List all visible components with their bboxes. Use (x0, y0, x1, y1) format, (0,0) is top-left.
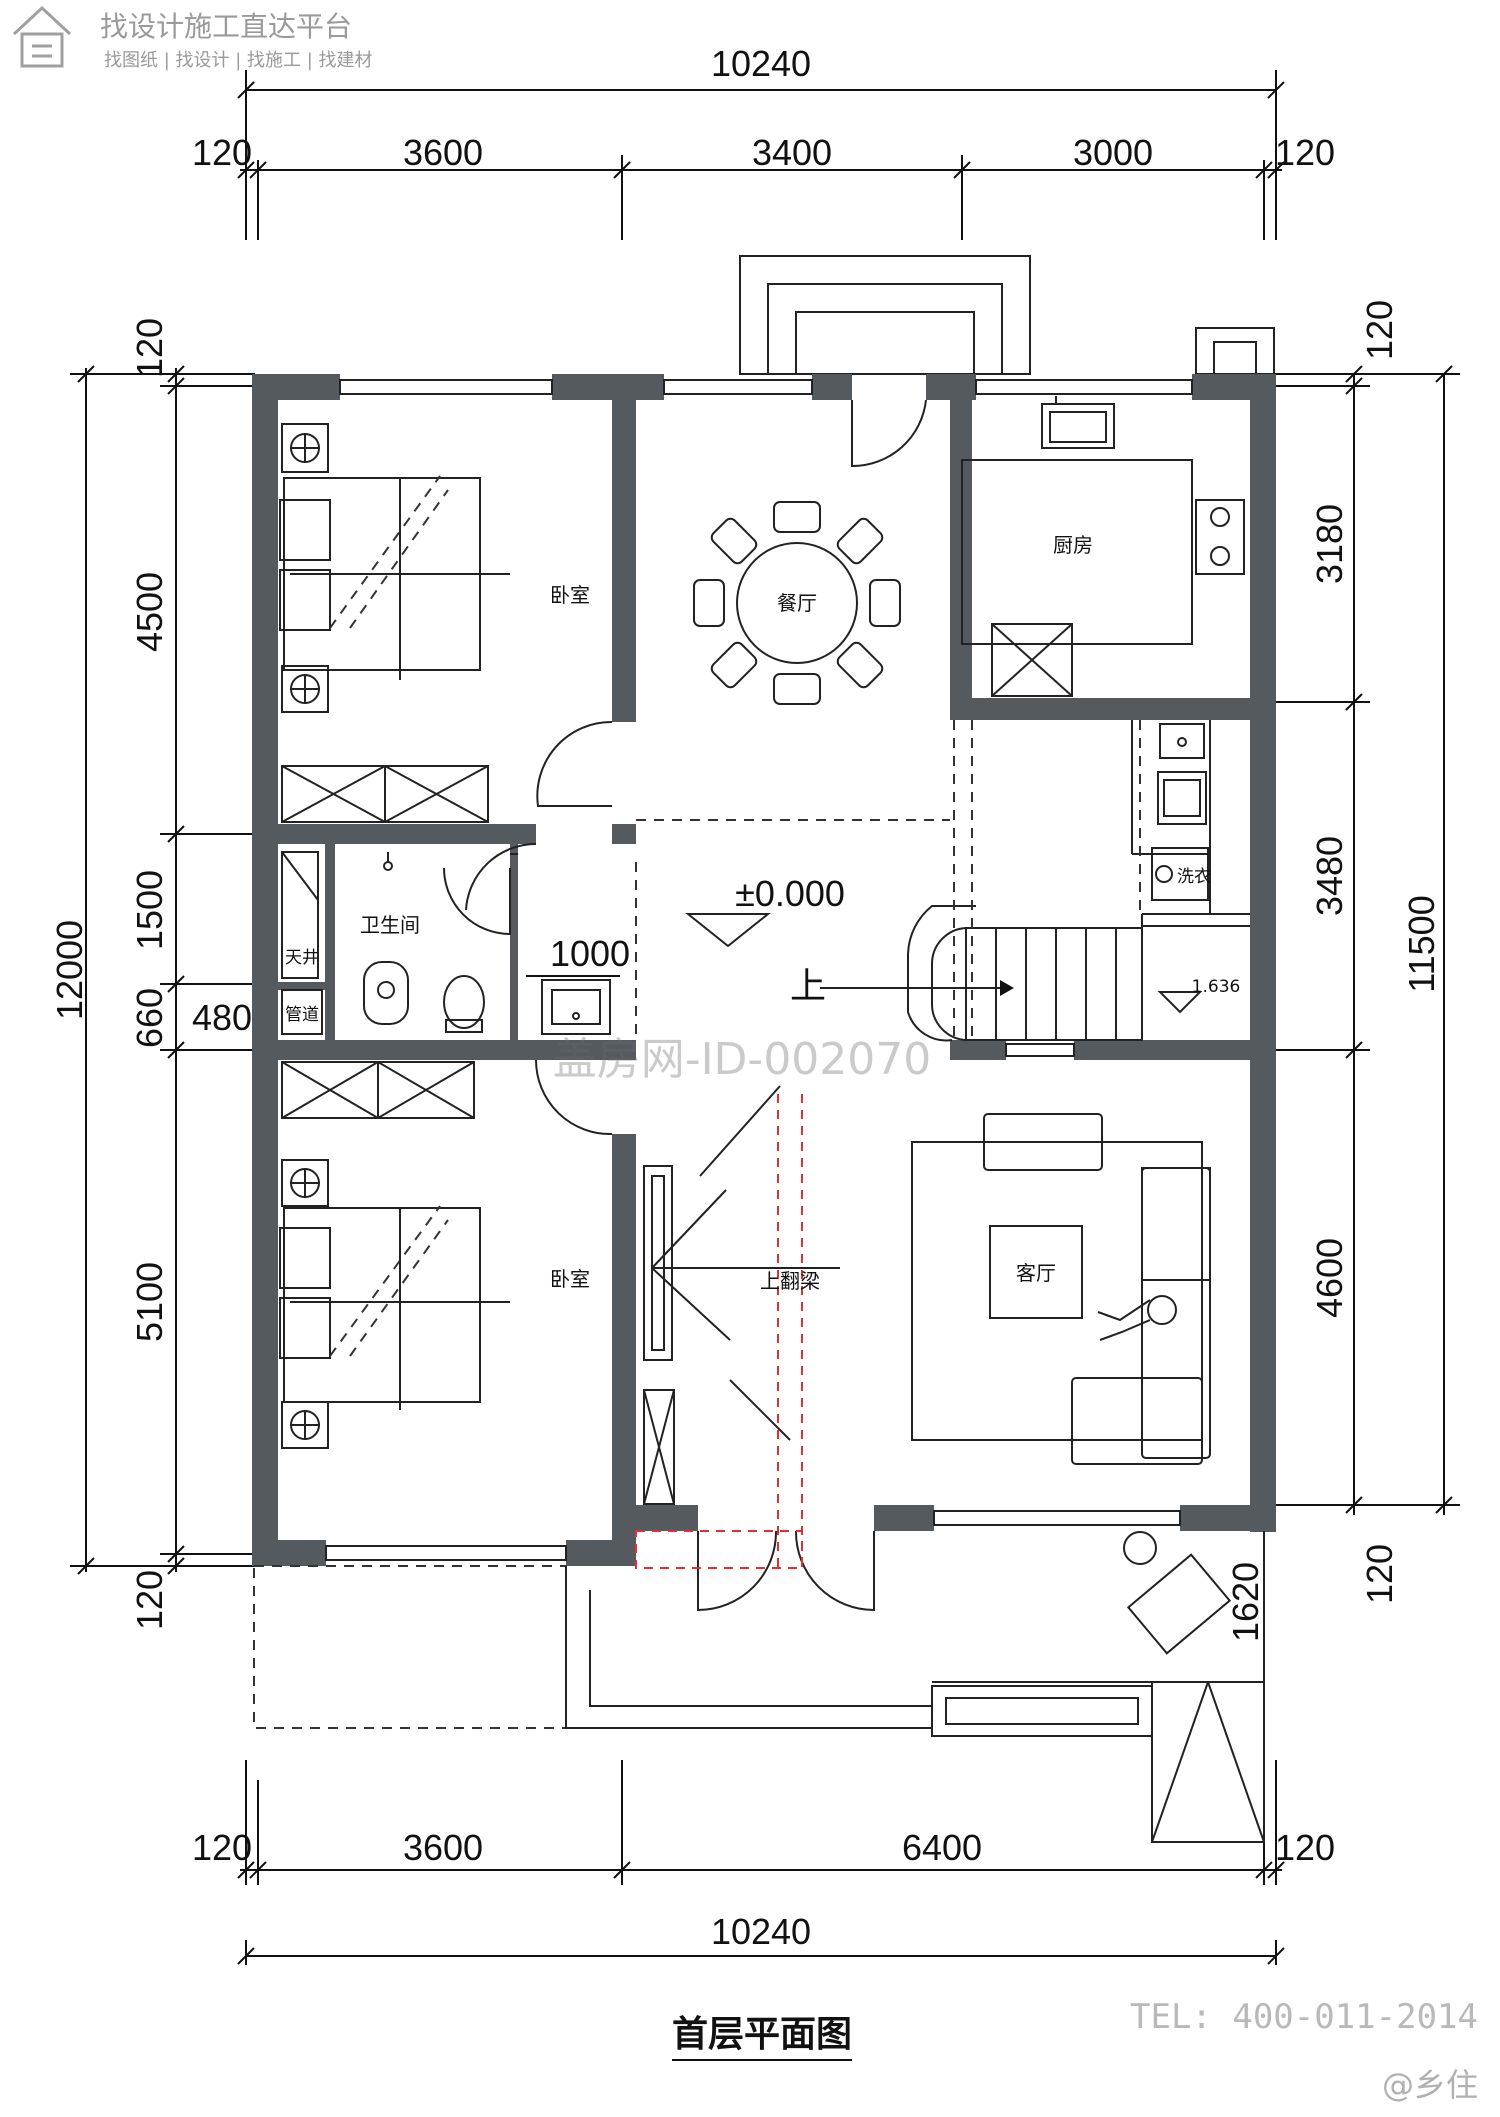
sofa (1071, 1167, 1211, 1465)
lounge-chair-icon (1123, 1531, 1232, 1655)
dim-left-top-margin: 120 (129, 318, 170, 378)
logo-title: 找设计施工直达平台 (100, 10, 352, 43)
living-area: 客厅 (643, 1113, 1211, 1505)
watermark: 盖房网-ID-002070 (553, 1034, 932, 1085)
nightstand-top-2 (281, 665, 329, 713)
dim-porch: 1620 (1225, 1562, 1266, 1642)
credit: @乡住 (1382, 2066, 1478, 2104)
washing-machine-icon (1151, 847, 1209, 901)
utility-sink-top-icon (1159, 723, 1205, 759)
dim-bottom-right-margin: 120 (1275, 1827, 1335, 1868)
room-label-bathroom: 卫生间 (360, 913, 420, 937)
dim-left-seg4: 5100 (129, 1262, 170, 1342)
elevation-label: ±0.000 (735, 873, 845, 914)
wardrobe-bottom (281, 1061, 475, 1119)
dim-right-seg1: 3180 (1309, 504, 1350, 584)
logo-subtitle: 找图纸 | 找设计 | 找施工 | 找建材 (104, 50, 373, 71)
room-label-kitchen: 厨房 (1053, 533, 1093, 557)
ramp (1151, 1681, 1265, 1843)
coffee-table (989, 1225, 1083, 1319)
dim-top-seg2: 3400 (752, 132, 832, 173)
stove-icon (1195, 499, 1245, 575)
person-figure-icon (1097, 1295, 1177, 1341)
dim-top-right-margin: 120 (1275, 132, 1335, 173)
dim-left-total: 12000 (49, 920, 90, 1020)
nightstand-top-1 (281, 423, 329, 473)
squat-toilet-icon (363, 961, 409, 1025)
dim-bottom-seg2: 6400 (902, 1827, 982, 1868)
house-logo-icon (12, 5, 72, 68)
dim-top-seg1: 3600 (403, 132, 483, 173)
utility-sink-icon (1157, 771, 1207, 825)
wardrobe-top (281, 765, 489, 823)
dim-right-total: 11500 (1401, 895, 1442, 992)
phone-number: TEL: 400-011-2014 (1130, 1997, 1478, 2037)
north-porch (739, 255, 1275, 375)
dim-right-top-margin: 120 (1359, 300, 1400, 360)
room-label-skylight: 天井 (285, 948, 319, 968)
elevation-marker-icon (685, 913, 771, 948)
dining-area: 餐厅 (693, 501, 901, 705)
room-label-living: 客厅 (1016, 1261, 1056, 1285)
windows (325, 379, 1193, 1561)
dim-left-bottom-margin: 120 (129, 1570, 170, 1630)
doors (443, 399, 927, 1612)
bedroom-bottom-furniture: 卧室 (279, 1061, 590, 1449)
bottom-dimensions: 120 3600 6400 120 10240 (192, 1760, 1335, 1965)
dim-right-seg3: 4600 (1309, 1238, 1350, 1318)
dim-left-seg1: 4500 (129, 572, 170, 652)
dim-left-seg3: 660 (129, 988, 170, 1048)
dim-left-inner: 480 (192, 997, 252, 1038)
right-dimensions: 120 3180 3480 4600 11500 120 (1265, 300, 1460, 1604)
front-terrace: 1620 (253, 1531, 1266, 1843)
room-label-pipe: 管道 (285, 1005, 319, 1025)
hall-markings: ±0.000 1000 (526, 720, 973, 1040)
stair-up-label: 上 (790, 965, 826, 1006)
room-label-bedroom-bottom: 卧室 (550, 1267, 590, 1291)
bedroom-top-furniture: 卧室 (279, 423, 590, 823)
utility-area: 洗衣 1.636 (1131, 720, 1250, 1040)
dim-right-seg2: 3480 (1309, 836, 1350, 916)
bathroom-area: 卫生间 天井 管道 (281, 851, 611, 1035)
logo: 找设计施工直达平台 找图纸 | 找设计 | 找施工 | 找建材 (12, 5, 373, 71)
kitchen-sink-icon (1041, 396, 1115, 449)
dim-right-bottom-margin: 120 (1359, 1544, 1400, 1604)
nightstand-bottom-2 (281, 1401, 329, 1449)
room-label-laundry: 洗衣 (1177, 867, 1211, 887)
shower-head-icon (383, 852, 393, 871)
beam-label: 上翻梁 (760, 1269, 820, 1293)
room-label-bedroom-top: 卧室 (550, 583, 590, 607)
level-marker-icon (1157, 991, 1203, 1014)
dim-bottom-total: 10240 (711, 1911, 811, 1952)
stair-arrow-icon (1000, 980, 1014, 996)
dim-top-left-margin: 120 (192, 132, 252, 173)
room-label-dining: 餐厅 (777, 591, 817, 615)
dim-top-seg3: 3000 (1073, 132, 1153, 173)
stair-level-label: 1.636 (1192, 977, 1241, 997)
walls (252, 374, 1276, 1566)
opening-width-label: 1000 (550, 933, 630, 974)
dim-top-total: 10240 (711, 43, 811, 84)
left-dimensions: 12000 120 4500 1500 660 5100 120 480 (49, 318, 255, 1630)
wash-basin-icon (541, 979, 611, 1035)
fridge-icon (991, 623, 1073, 697)
stairs: 上 (790, 905, 1143, 1042)
kitchen-area: 厨房 (961, 396, 1245, 697)
entry-hall: 上翻梁 (635, 1085, 840, 1569)
toilet-icon (443, 975, 485, 1033)
dim-bottom-left-margin: 120 (192, 1827, 252, 1868)
dim-left-seg2: 1500 (129, 870, 170, 950)
drawing-title: 首层平面图 (672, 2014, 852, 2055)
top-dimensions: 10240 120 3600 3400 3000 120 (192, 43, 1335, 240)
tv-cabinet (983, 1113, 1103, 1171)
dim-bottom-seg1: 3600 (403, 1827, 483, 1868)
nightstand-bottom-1 (281, 1159, 329, 1207)
